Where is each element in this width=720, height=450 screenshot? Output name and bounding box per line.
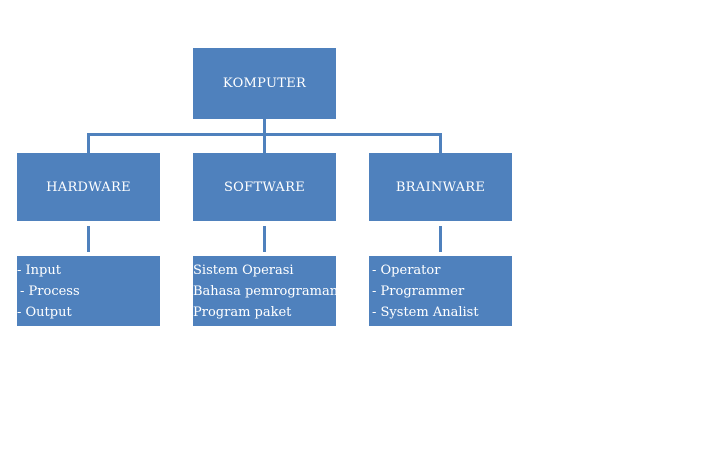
root-connector-line bbox=[263, 119, 266, 135]
hardware-list-connector-line bbox=[87, 226, 90, 252]
hardware-item-process: - Process bbox=[20, 284, 80, 299]
hardware-item-output: - Output bbox=[17, 305, 72, 320]
brainware-item-operator: - Operator bbox=[372, 263, 441, 278]
root-node-komputer: KOMPUTER bbox=[193, 48, 336, 119]
software-node: SOFTWARE bbox=[193, 153, 336, 221]
hardware-node-label: HARDWARE bbox=[46, 179, 131, 195]
brainware-node: BRAINWARE bbox=[369, 153, 512, 221]
hardware-connector-line bbox=[87, 133, 90, 153]
software-connector-line bbox=[263, 133, 266, 153]
brainware-item-system-analist: - System Analist bbox=[372, 305, 479, 320]
software-item-sistem-operasi: Sistem Operasi bbox=[193, 263, 294, 278]
brainware-item-programmer: - Programmer bbox=[372, 284, 465, 299]
software-item-program-paket: Program paket bbox=[193, 305, 292, 320]
hardware-item-input: - Input bbox=[17, 263, 61, 278]
hardware-item-list: - Input - Process - Output bbox=[17, 256, 160, 326]
root-node-label: KOMPUTER bbox=[222, 76, 307, 91]
software-item-list: Sistem Operasi Bahasa pemrograman Progra… bbox=[193, 256, 339, 326]
brainware-item-list: - Operator - Programmer - System Analist bbox=[369, 256, 512, 326]
brainware-list-connector-line bbox=[439, 226, 442, 252]
hardware-node: HARDWARE bbox=[17, 153, 160, 221]
brainware-connector-line bbox=[439, 133, 442, 153]
software-list-connector-line bbox=[263, 226, 266, 252]
brainware-node-label: BRAINWARE bbox=[395, 179, 486, 195]
software-node-label: SOFTWARE bbox=[223, 179, 306, 195]
software-item-bahasa-pemrograman: Bahasa pemrograman bbox=[193, 284, 339, 299]
